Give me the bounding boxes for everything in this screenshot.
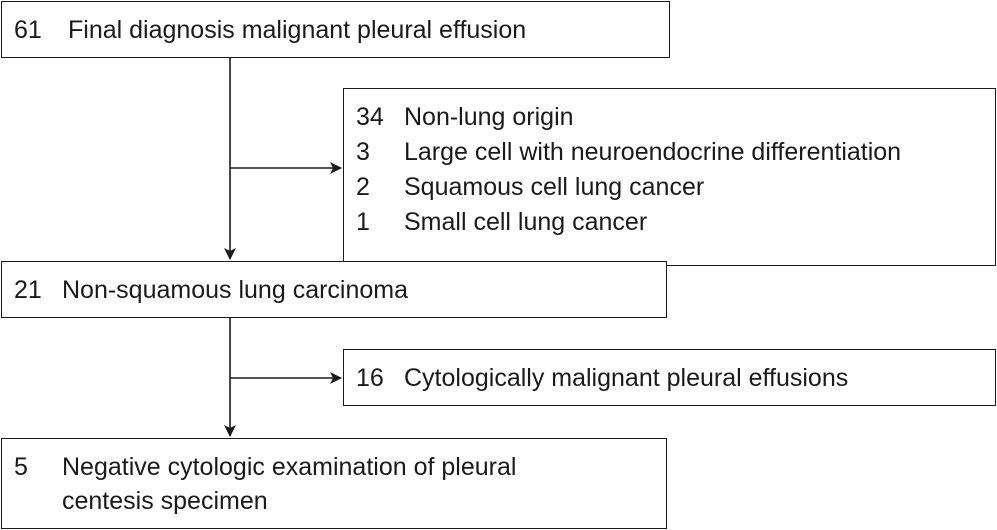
box-final-diagnosis-label: Final diagnosis malignant pleural effusi…: [68, 16, 527, 44]
exclusion-item: 2 Squamous cell lung cancer: [356, 170, 995, 205]
box-final-diagnosis-count: 61: [14, 16, 42, 44]
exclusion-count: 34: [356, 103, 384, 131]
exclusion-label: Large cell with neuroendocrine different…: [404, 138, 902, 166]
exclusion-label: Squamous cell lung cancer: [404, 173, 705, 201]
box-exclusions-first: 34 Non-lung origin 3 Large cell with neu…: [343, 88, 996, 266]
exclusion-item: 3 Large cell with neuroendocrine differe…: [356, 135, 995, 170]
exclusion-label: Non-lung origin: [404, 103, 574, 131]
exclusion-label: Small cell lung cancer: [404, 208, 648, 236]
exclusion-count: 2: [356, 173, 370, 201]
box-negative-cytologic-label-line1: Negative cytologic examination of pleura…: [62, 453, 517, 481]
exclusion-item: 1 Small cell lung cancer: [356, 205, 995, 240]
box-cytologically-malignant-label: Cytologically malignant pleural effusion…: [404, 364, 849, 392]
box-non-squamous-row: 21 Non-squamous lung carcinoma: [14, 273, 666, 307]
box-non-squamous: 21 Non-squamous lung carcinoma: [1, 261, 667, 318]
box-non-squamous-count: 21: [14, 276, 42, 304]
box-cytologically-malignant-count: 16: [356, 364, 384, 392]
box-non-squamous-label: Non-squamous lung carcinoma: [62, 276, 409, 304]
box-negative-cytologic: 5 Negative cytologic examination of pleu…: [1, 438, 667, 529]
box-final-diagnosis: 61 Final diagnosis malignant pleural eff…: [1, 1, 670, 58]
box-negative-cytologic-label-line2: centesis specimen: [62, 487, 268, 515]
box-negative-cytologic-count: 5: [14, 453, 28, 481]
box-negative-cytologic-row: 5 Negative cytologic examination of pleu…: [14, 450, 666, 484]
exclusion-count: 1: [356, 208, 370, 236]
box-cytologically-malignant-row: 16 Cytologically malignant pleural effus…: [356, 361, 995, 395]
box-cytologically-malignant: 16 Cytologically malignant pleural effus…: [343, 349, 996, 406]
exclusion-item: 34 Non-lung origin: [356, 100, 995, 135]
exclusion-count: 3: [356, 138, 370, 166]
box-final-diagnosis-row: 61 Final diagnosis malignant pleural eff…: [14, 13, 669, 47]
box-negative-cytologic-row: centesis specimen: [14, 484, 666, 518]
